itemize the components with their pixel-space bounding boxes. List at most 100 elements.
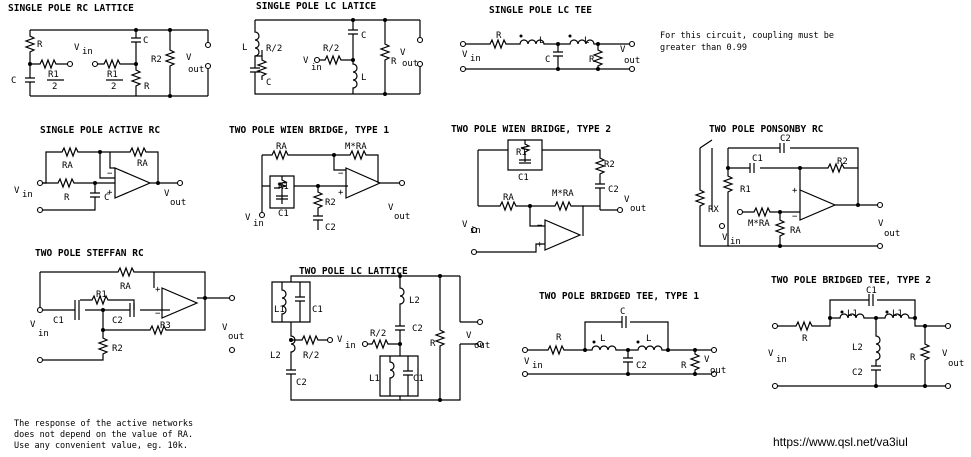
- component-label: M*RA: [552, 189, 574, 199]
- component-label: R: [802, 334, 808, 344]
- circuit-wien-bridge-type-2: − + R1 C1 R2 C2 RA M*RA V in V out: [462, 139, 646, 256]
- component-label: V: [620, 45, 626, 55]
- footnote-line-3: Use any convenient value, eg. 10k.: [14, 441, 188, 451]
- component-label: in: [470, 226, 481, 236]
- svg-text:+: +: [792, 186, 798, 196]
- component-label: C2: [112, 316, 123, 326]
- title-two-pole-bridged-tee-type-1: TWO POLE BRIDGED TEE, TYPE 1: [539, 291, 699, 302]
- component-label: C2: [296, 378, 307, 388]
- circuit-lc-latice: L R/2 C R/2 C L R V in V out: [242, 18, 424, 96]
- circuit-bridged-tee-type-2: C1 L1 L1 R L2 C2 R V in V out: [768, 286, 964, 390]
- component-label: M*RA: [748, 219, 770, 229]
- circuit-bridged-tee-type-1: R C L L C2 R V in V out: [521, 307, 726, 378]
- component-label: out: [884, 229, 900, 239]
- component-label: L1: [369, 374, 380, 384]
- component-label: V: [74, 43, 80, 53]
- component-label: L: [361, 73, 366, 83]
- component-label: C2: [780, 134, 791, 144]
- circuit-ponsonby-rc: + − C2 C1 R2 R1 M*RA RA RX V in V out: [694, 134, 900, 250]
- component-label: in: [38, 329, 49, 339]
- component-label: L: [646, 334, 651, 344]
- component-label: V: [524, 357, 530, 367]
- component-label: R2: [151, 55, 162, 65]
- component-label: R: [910, 353, 916, 363]
- component-label: V: [14, 186, 20, 196]
- component-label: L2: [852, 343, 863, 353]
- component-label: out: [948, 359, 964, 369]
- component-label: out: [624, 56, 640, 66]
- component-label: V: [400, 48, 406, 58]
- svg-text:+: +: [107, 188, 113, 198]
- component-label: V: [222, 323, 228, 333]
- svg-text:−: −: [338, 169, 344, 179]
- component-label: V: [462, 220, 468, 230]
- component-label: RA: [137, 159, 148, 169]
- component-label: C: [143, 36, 148, 46]
- component-label: V: [30, 320, 36, 330]
- component-label: out: [394, 212, 410, 222]
- circuit-active-rc: − + RA RA R C V in V out: [14, 146, 186, 214]
- component-label: L: [584, 36, 589, 46]
- component-label: out: [710, 366, 726, 376]
- component-label: RA: [503, 193, 514, 203]
- component-label: in: [22, 190, 33, 200]
- coupling-note-line-1: For this circuit, coupling must be: [660, 31, 834, 41]
- component-label: R: [430, 339, 436, 349]
- component-label: RA: [276, 142, 287, 152]
- component-label: C1: [278, 209, 289, 219]
- footnote-line-1: The response of the active networks: [14, 419, 193, 429]
- component-label: R/2: [370, 329, 386, 339]
- component-label: V: [704, 355, 710, 365]
- component-label: V: [768, 349, 774, 359]
- component-label: out: [188, 65, 204, 75]
- component-label: R: [37, 40, 43, 50]
- component-label: RX: [708, 205, 719, 215]
- component-label: C1: [53, 316, 64, 326]
- component-label: 2: [111, 82, 116, 92]
- source-url: https://www.qsl.net/va3iul: [773, 435, 908, 449]
- svg-text:+: +: [338, 188, 344, 198]
- component-label: out: [170, 198, 186, 208]
- component-label: R2: [325, 198, 336, 208]
- component-label: V: [245, 213, 251, 223]
- component-label: L: [539, 36, 544, 46]
- component-label: V: [164, 189, 170, 199]
- title-two-pole-bridged-tee-type-2: TWO POLE BRIDGED TEE, TYPE 2: [771, 275, 931, 286]
- component-label: out: [474, 341, 490, 351]
- component-label: C1: [752, 154, 763, 164]
- component-label: R: [391, 57, 397, 67]
- component-label: C1: [866, 286, 877, 296]
- component-label: V: [186, 53, 192, 63]
- component-label: V: [303, 56, 309, 66]
- circuit-steffan-rc: + − RA R1 C1 C2 R3 R2 V in V out: [30, 266, 244, 364]
- component-label: V: [466, 331, 472, 341]
- component-label: RA: [62, 161, 73, 171]
- component-label: R1: [740, 185, 751, 195]
- component-label: in: [730, 237, 741, 247]
- circuit-rc-lattice: R C R1 2 R1 2 R C R2 V in V out: [11, 28, 212, 98]
- component-label: C: [11, 76, 16, 86]
- title-two-pole-wien-bridge-type-1: TWO POLE WIEN BRIDGE, TYPE 1: [229, 125, 389, 136]
- component-label: R: [144, 82, 150, 92]
- component-label: R2: [837, 157, 848, 167]
- component-label: in: [345, 341, 356, 351]
- title-two-pole-steffan-rc: TWO POLE STEFFAN RC: [35, 248, 144, 259]
- component-label: C1: [413, 374, 424, 384]
- svg-text:−: −: [537, 221, 543, 231]
- component-label: R: [681, 361, 687, 371]
- component-label: V: [388, 203, 394, 213]
- component-label: C: [104, 193, 109, 203]
- component-label: R1: [96, 290, 107, 300]
- component-label: in: [253, 219, 264, 229]
- component-label: RA: [120, 282, 131, 292]
- component-label: C: [545, 55, 550, 65]
- component-label: C2: [325, 223, 336, 233]
- component-label: R: [589, 55, 595, 65]
- component-label: L1: [892, 309, 903, 319]
- component-label: L2: [270, 351, 281, 361]
- component-label: 2: [52, 82, 57, 92]
- title-single-pole-lc-tee: SINGLE POLE LC TEE: [489, 5, 592, 16]
- component-label: RA: [790, 226, 801, 236]
- component-label: in: [82, 47, 93, 57]
